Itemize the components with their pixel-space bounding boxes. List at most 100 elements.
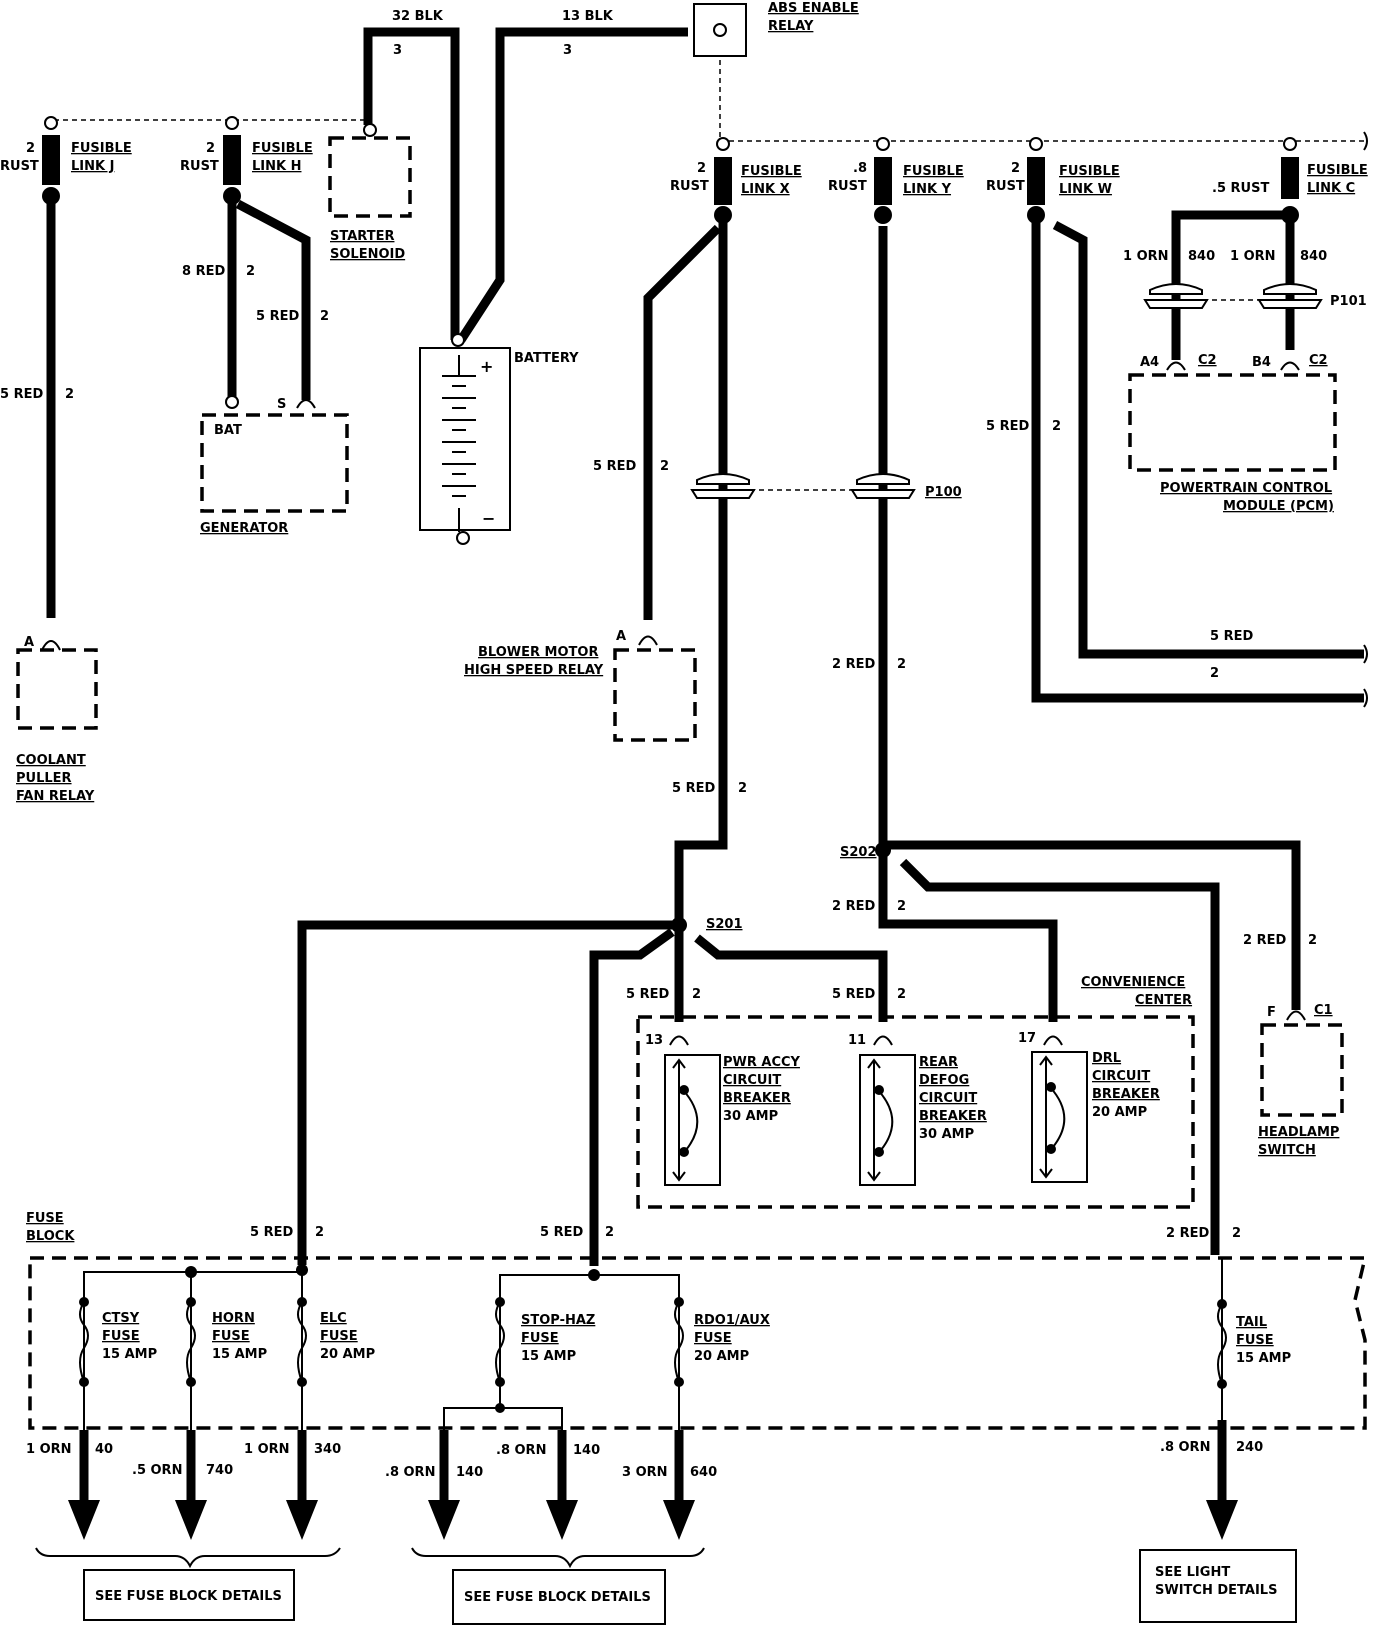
label-s201: S201 <box>706 917 743 932</box>
label-rear-1: REAR <box>919 1055 958 1070</box>
label-pin-c2a: C2 <box>1198 353 1217 368</box>
label-stop-3: 15 AMP <box>521 1349 576 1364</box>
label-5-red-blower: 5 RED <box>593 459 636 474</box>
label-2-red-s202-c: 2 <box>897 899 906 914</box>
blower-pin-a <box>638 635 658 646</box>
headlamp-pin-f <box>1286 1010 1306 1021</box>
fuse-block-box <box>28 1256 1368 1430</box>
label-coolant-2: PULLER <box>16 771 72 786</box>
label-out-240: 240 <box>1236 1440 1263 1455</box>
wire-13-blk <box>457 27 688 343</box>
label-drl-3: BREAKER <box>1092 1087 1160 1102</box>
label-battery-minus: − <box>482 509 495 528</box>
label-5-red-w-c: 2 <box>1052 419 1061 434</box>
label-battery-plus: + <box>480 357 493 376</box>
label-link-w-color: RUST <box>986 179 1025 194</box>
output-arrows <box>35 1500 1238 1569</box>
label-coolant-1: COOLANT <box>16 753 86 768</box>
label-gen-bat: BAT <box>214 423 242 438</box>
label-generator: GENERATOR <box>200 521 288 536</box>
fusible-link-x <box>714 137 732 224</box>
label-pin-f: F <box>1267 1005 1276 1020</box>
label-pwr-1: PWR ACCY <box>723 1055 801 1070</box>
label-starter-1: STARTER <box>330 229 394 244</box>
label-elc-1: ELC <box>320 1311 347 1326</box>
label-link-j-1: FUSIBLE <box>71 141 132 156</box>
wire-fuse-left <box>297 920 679 1265</box>
label-link-x-2: LINK X <box>741 182 790 197</box>
wire-link-x <box>674 215 728 925</box>
arrow-740 <box>175 1500 207 1540</box>
label-32-blk: 32 BLK <box>392 9 444 24</box>
label-1-orn-b: 1 ORN <box>1230 249 1276 264</box>
label-link-x-1: FUSIBLE <box>741 164 802 179</box>
arrow-140-a <box>428 1500 460 1540</box>
label-rear-3: CIRCUIT <box>919 1091 977 1106</box>
label-blower-pin-a: A <box>616 629 626 644</box>
wire-link-w-2 <box>1031 215 1364 703</box>
label-2-red-hl: 2 RED <box>1243 933 1286 948</box>
label-link-x-color: RUST <box>670 179 709 194</box>
label-pwr-3: BREAKER <box>723 1091 791 1106</box>
tail-fuse <box>1217 1299 1227 1389</box>
ctsy-fuse <box>79 1297 89 1387</box>
gen-s-terminal <box>296 399 316 409</box>
label-out-740: 740 <box>206 1463 233 1478</box>
label-5-red-fb2-c: 2 <box>605 1225 614 1240</box>
label-out-640: 640 <box>690 1465 717 1480</box>
bus-mid <box>499 1274 680 1383</box>
label-link-h-2: LINK H <box>252 159 301 174</box>
arrow-40 <box>68 1500 100 1540</box>
arrow-640 <box>663 1500 695 1540</box>
label-out-5-orn: .5 ORN <box>132 1463 182 1478</box>
label-pin-11: 11 <box>848 1033 866 1048</box>
label-pin-a4: A4 <box>1140 355 1159 370</box>
label-link-w-2: LINK W <box>1059 182 1112 197</box>
label-link-y-1: FUSIBLE <box>903 164 964 179</box>
label-pin-c1: C1 <box>1314 1003 1333 1018</box>
fuse-block-internals <box>79 1258 1227 1430</box>
label-pwr-2: CIRCUIT <box>723 1073 781 1088</box>
label-p100: P100 <box>925 485 962 500</box>
fusible-link-h <box>223 116 241 205</box>
label-ctsy-1: CTSY <box>102 1311 140 1326</box>
drl-breaker <box>1031 1035 1088 1183</box>
label-out-8-orn-b: .8 ORN <box>496 1443 546 1458</box>
label-see-light-2: SWITCH DETAILS <box>1155 1583 1277 1598</box>
pcm-box <box>1128 373 1337 472</box>
headlamp-switch-box <box>1260 1023 1344 1117</box>
arrow-340 <box>286 1500 318 1540</box>
label-s202: S202 <box>840 845 877 860</box>
label-link-y-color: RUST <box>828 179 867 194</box>
see-light-switch-box <box>1139 1549 1297 1623</box>
label-ctsy-3: 15 AMP <box>102 1347 157 1362</box>
label-5-red-right: 5 RED <box>1210 629 1253 644</box>
label-link-h-size: 2 <box>206 141 215 156</box>
label-2-right: 2 <box>1210 666 1219 681</box>
label-link-y-size: .8 <box>853 161 867 176</box>
label-840-b: 840 <box>1300 249 1327 264</box>
label-rear-5: 30 AMP <box>919 1127 974 1142</box>
label-8-red: 8 RED <box>182 264 225 279</box>
label-5-red-gen: 5 RED <box>256 309 299 324</box>
label-1-orn-a: 1 ORN <box>1123 249 1169 264</box>
label-link-j-color: RUST <box>0 159 39 174</box>
label-pin-b4: B4 <box>1252 355 1271 370</box>
label-out-3-orn: 3 ORN <box>622 1465 668 1480</box>
label-conv-1: CONVENIENCE <box>1081 975 1185 990</box>
wire-headlamp <box>883 840 1301 1010</box>
label-horn-1: HORN <box>212 1311 255 1326</box>
label-elc-2: FUSE <box>320 1329 358 1344</box>
label-coolant-pin-a: A <box>24 635 34 650</box>
label-link-c-2: LINK C <box>1307 181 1355 196</box>
label-5-red-j: 5 RED <box>0 387 43 402</box>
label-circuit-3a: 3 <box>393 43 402 58</box>
label-pwr-4: 30 AMP <box>723 1109 778 1124</box>
splice-s201 <box>671 917 687 933</box>
bus-left <box>83 1271 302 1383</box>
wire-fuse-mid <box>589 928 675 1266</box>
label-tail-2: FUSE <box>1236 1333 1274 1348</box>
label-5-red-x-c: 2 <box>738 781 747 796</box>
label-abs-relay-1: ABS ENABLE <box>768 1 859 16</box>
brace-mid <box>411 1547 705 1569</box>
